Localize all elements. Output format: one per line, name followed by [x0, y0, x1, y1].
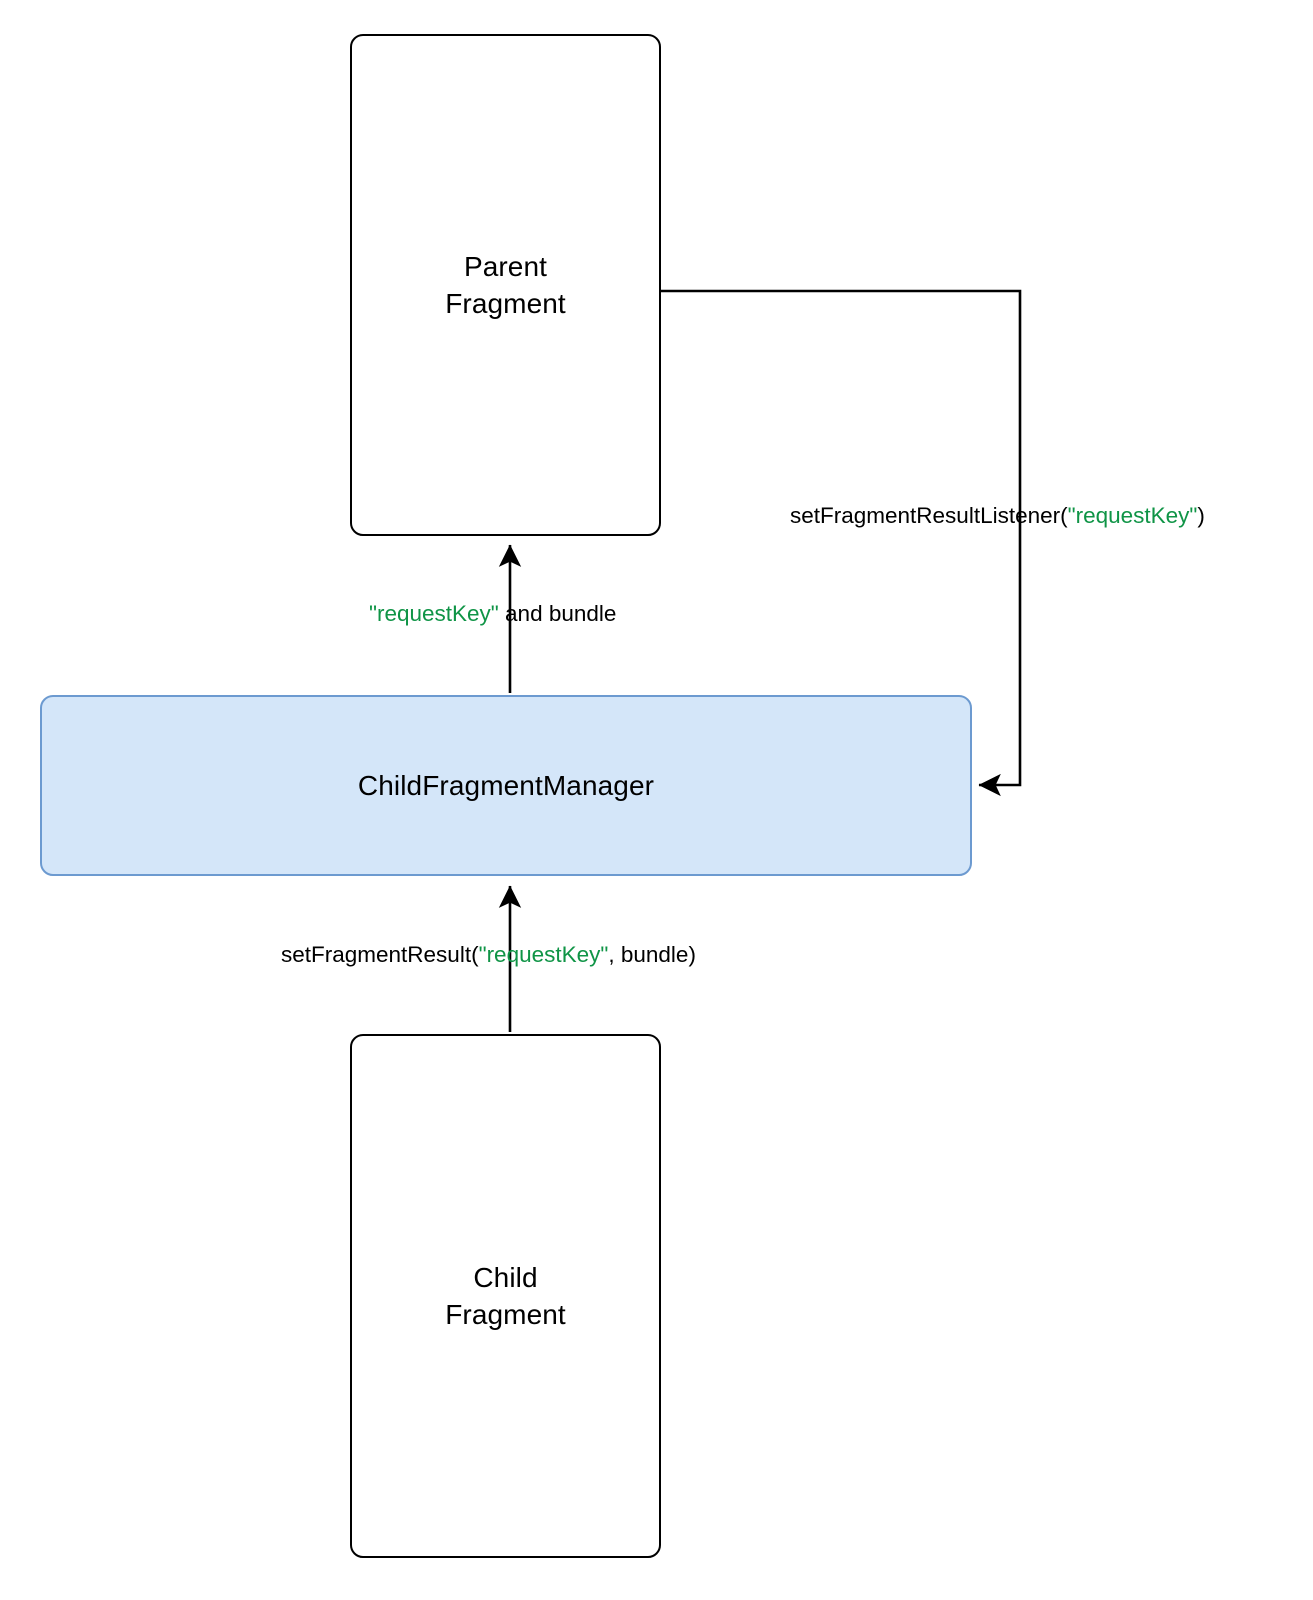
node-parent-fragment-label: Parent Fragment [445, 250, 566, 319]
request-key-token: "requestKey" [1067, 503, 1198, 528]
request-key-token: "requestKey" [478, 942, 609, 967]
label-text: ) [1197, 503, 1205, 528]
request-key-token: "requestKey" [369, 601, 499, 626]
label-text: , bundle) [608, 942, 696, 967]
label-text: and bundle [498, 601, 617, 626]
label-text: setFragmentResultListener( [790, 503, 1068, 528]
node-child-fragment-manager[interactable]: ChildFragmentManager [40, 695, 972, 876]
edge-label-request-key-and-bundle: "requestKey" and bundle [369, 600, 616, 627]
node-child-fragment-manager-label: ChildFragmentManager [357, 769, 655, 801]
node-child-fragment[interactable]: Child Fragment [350, 1034, 661, 1558]
edge-label-set-fragment-result-listener: setFragmentResultListener("requestKey") [790, 502, 1205, 529]
edge-label-set-fragment-result: setFragmentResult("requestKey", bundle) [281, 941, 696, 968]
node-child-fragment-label: Child Fragment [445, 1261, 566, 1330]
node-parent-fragment[interactable]: Parent Fragment [350, 34, 661, 536]
label-text: setFragmentResult( [281, 942, 479, 967]
